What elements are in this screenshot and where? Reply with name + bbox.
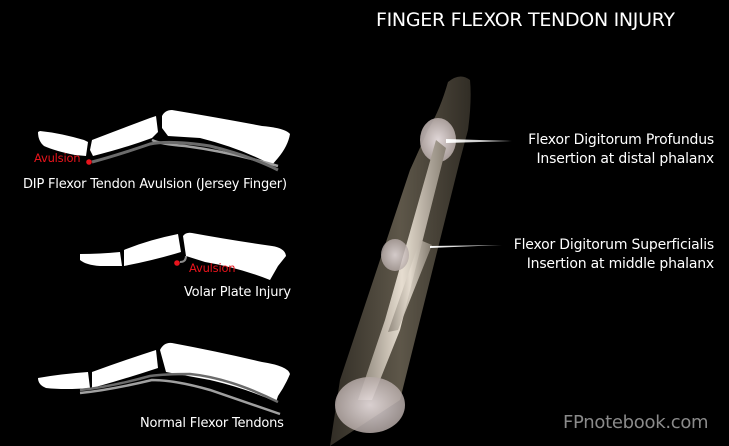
proximal-phalanx-bone [183,232,286,280]
proximal-phalanx-bone [162,110,290,165]
distal-phalanx-bone [38,131,88,156]
volar-plate-fragment [179,255,187,263]
proximal-sheath [335,377,405,433]
distal-sheath [420,118,456,162]
watermark: FPnotebook.com [563,412,709,433]
fds-label-line2: Insertion at middle phalanx [526,256,714,272]
volar-plate-caption: Volar Plate Injury [184,285,291,300]
page-title: FINGER FLEXOR TENDON INJURY [376,9,675,31]
fdp-pointer-line [446,139,512,143]
volar-avulsion-label: Avulsion [189,261,236,275]
jersey-avulsion-label: Avulsion [34,151,81,165]
fdp-label: Flexor Digitorum Profundus Insertion at … [528,131,714,169]
fdp-label-line1: Flexor Digitorum Profundus [528,132,714,148]
normal-tendons-illustration [38,342,290,416]
finger-3d-render [330,76,471,446]
fds-tendon-3d [388,240,432,332]
avulsion-marker [86,159,92,165]
fdp-tendon [79,378,281,416]
normal-tendons-caption: Normal Flexor Tendons [140,416,284,431]
volar-plate-illustration [80,232,286,280]
fdp-tendon-3d [358,140,446,400]
distal-phalanx-bone [38,372,90,389]
proximal-phalanx-bone [160,342,290,402]
fds-label-line1: Flexor Digitorum Superficialis [513,237,714,253]
fdp-tendon-retracted [91,140,279,172]
middle-phalanx-bone [90,116,158,156]
avulsion-marker [174,260,180,266]
fds-tendon [79,372,279,404]
jersey-finger-caption: DIP Flexor Tendon Avulsion (Jersey Finge… [23,177,287,192]
middle-phalanx-bone [124,234,181,266]
fds-label: Flexor Digitorum Superficialis Insertion… [514,236,714,274]
middle-phalanx-bone [92,350,158,388]
fds-pointer-line [430,245,502,248]
middle-sheath [381,239,409,271]
fdp-label-line2: Insertion at distal phalanx [536,151,715,167]
jersey-finger-illustration [38,110,290,172]
distal-phalanx-bone [80,252,122,266]
